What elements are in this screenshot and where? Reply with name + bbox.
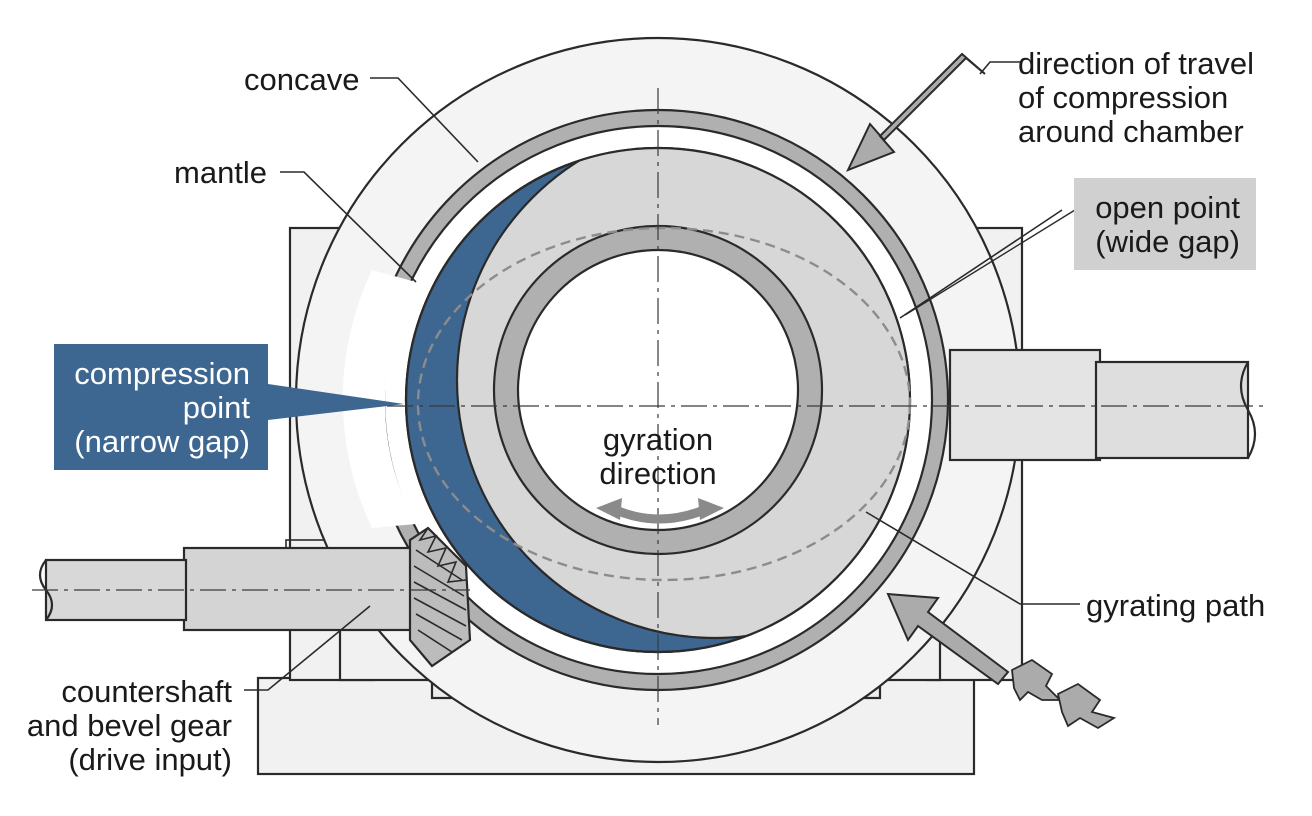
open-point-callout: open point (wide gap) [1074,178,1256,270]
countershaft-label-line3: (drive input) [68,742,232,777]
gyration-label-line1: gyration [603,422,713,457]
countershaft-label-line2: and bevel gear [27,708,232,743]
gyration-arrow [596,498,724,524]
compression-label-line2: point [183,390,251,425]
gyration-label-line2: direction [599,456,716,491]
open-point-line1: open point [1095,190,1240,225]
compression-label-line3: (narrow gap) [74,424,250,459]
right-shaft [948,348,1257,462]
gyrating-path-ellipse [416,226,912,582]
travel-label-line1: direction of travel [1018,46,1254,81]
compression-point-callout: compression point (narrow gap) [54,344,404,470]
countershaft-label-line1: countershaft [61,674,232,709]
concave-label: concave [244,62,359,97]
mantle-label: mantle [174,155,267,190]
travel-arrow-lower [886,592,1117,730]
travel-label-line2: of compression [1018,80,1228,115]
travel-arrow-upper [846,52,986,172]
leaders [244,61,1080,691]
compression-label-line1: compression [74,356,250,391]
travel-label-line3: around chamber [1018,114,1244,149]
open-point-line2: (wide gap) [1095,224,1240,259]
centerlines [32,88,1268,725]
gyrating-path-label: gyrating path [1086,588,1265,623]
